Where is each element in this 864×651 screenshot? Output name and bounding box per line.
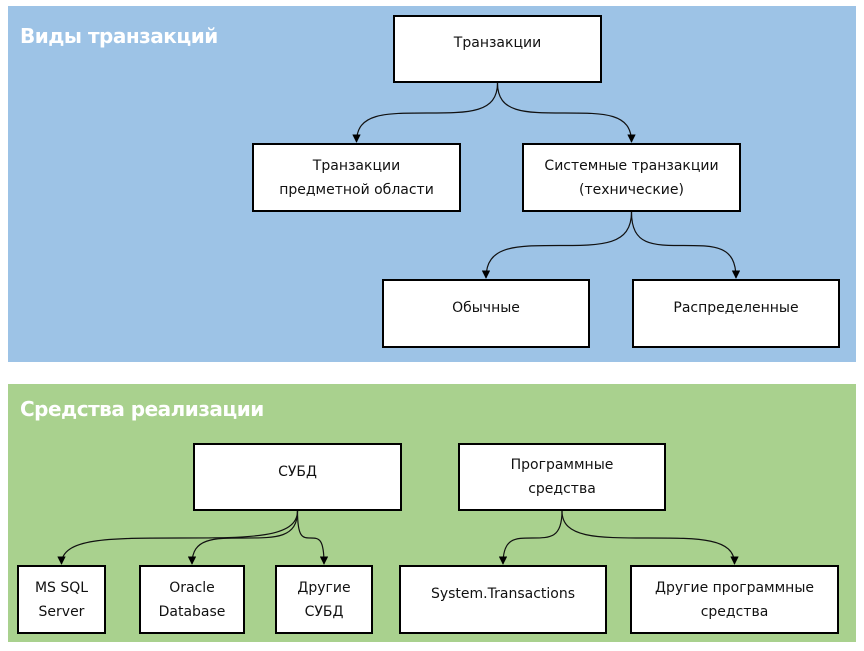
node-transactions: Транзакции [393,15,602,83]
node-software-tools: Программные средства [458,443,666,511]
node-label: Распределенные [673,300,799,316]
node-system-transactions: Системные транзакции (технические) [522,143,741,212]
node-ms-sql-server: MS SQL Server [17,565,106,634]
node-oracle-database: Oracle Database [139,565,245,634]
node-label: Обычные [452,300,520,316]
node-regular: Обычные [382,279,590,348]
node-label: Другие СУБД [297,579,351,620]
node-label: Другие программные средства [655,579,814,620]
node-system-transactions-namespace: System.Transactions [399,565,607,634]
panel-title-implementation-tools: Средства реализации [20,397,264,421]
node-other-software-tools: Другие программные средства [630,565,839,634]
node-label: Транзакции предметной области [279,157,434,198]
node-label: Транзакции [453,35,542,51]
panel-title-transaction-types: Виды транзакций [20,24,218,48]
node-other-dbms: Другие СУБД [275,565,373,634]
node-domain-transactions: Транзакции предметной области [252,143,461,212]
node-distributed: Распределенные [632,279,840,348]
node-label: System.Transactions [430,586,576,602]
node-label: Системные транзакции (технические) [544,157,719,198]
node-label: MS SQL Server [34,579,89,620]
node-dbms: СУБД [193,443,402,511]
node-label: Программные средства [510,457,614,497]
node-label: СУБД [278,464,317,480]
node-label: Oracle Database [158,579,226,620]
